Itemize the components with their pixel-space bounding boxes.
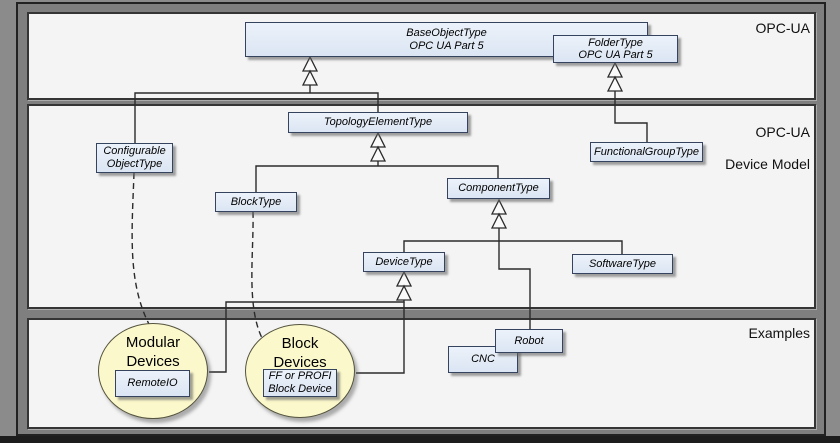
node-ff-or-profi-block-device: FF or PROFI Block Device [263, 369, 337, 397]
node-base-object-type-name: BaseObjectType [406, 26, 487, 39]
node-remote-io: RemoteIO [115, 370, 190, 397]
node-configurable-line2: ObjectType [106, 158, 163, 170]
group-block-line1: Block [281, 335, 319, 352]
node-functional-group-type: FunctionalGroupType [590, 142, 703, 162]
node-robot: Robot [495, 329, 563, 353]
band-opc-ua-device-model [27, 104, 816, 309]
node-topology-element-type: TopologyElementType [288, 112, 468, 133]
bottom-edge-strip [0, 436, 840, 443]
band-label-examples: Examples [748, 325, 810, 341]
group-modular-line1: Modular [125, 334, 181, 351]
node-block-type: BlockType [215, 192, 297, 212]
node-folder-type: FolderType OPC UA Part 5 [553, 35, 678, 63]
node-configurable-object-type: Configurable ObjectType [96, 143, 173, 173]
node-ff-profi-line1: FF or PROFI [268, 370, 332, 382]
node-folder-type-part: OPC UA Part 5 [578, 49, 653, 61]
group-modular-devices-label: Modular Devices [99, 333, 207, 371]
node-cnc: CNC [448, 346, 518, 373]
group-block-devices-label: Block Devices [246, 334, 354, 372]
node-folder-type-name: FolderType [588, 36, 643, 49]
node-device-type: DeviceType [363, 252, 445, 272]
node-software-type: SoftwareType [572, 254, 673, 274]
node-component-type: ComponentType [447, 178, 550, 199]
node-base-object-type-part: OPC UA Part 5 [409, 39, 484, 52]
band-label-device-model: OPC-UA Device Model [710, 108, 810, 188]
node-ff-profi-line2: Block Device [268, 383, 332, 395]
band-label-device-model-line2: Device Model [725, 156, 810, 172]
band-label-device-model-line1: OPC-UA [755, 124, 810, 140]
band-label-opc-ua: OPC-UA [755, 20, 810, 36]
group-modular-line2: Devices [126, 353, 180, 370]
node-configurable-line1: Configurable [103, 144, 166, 157]
